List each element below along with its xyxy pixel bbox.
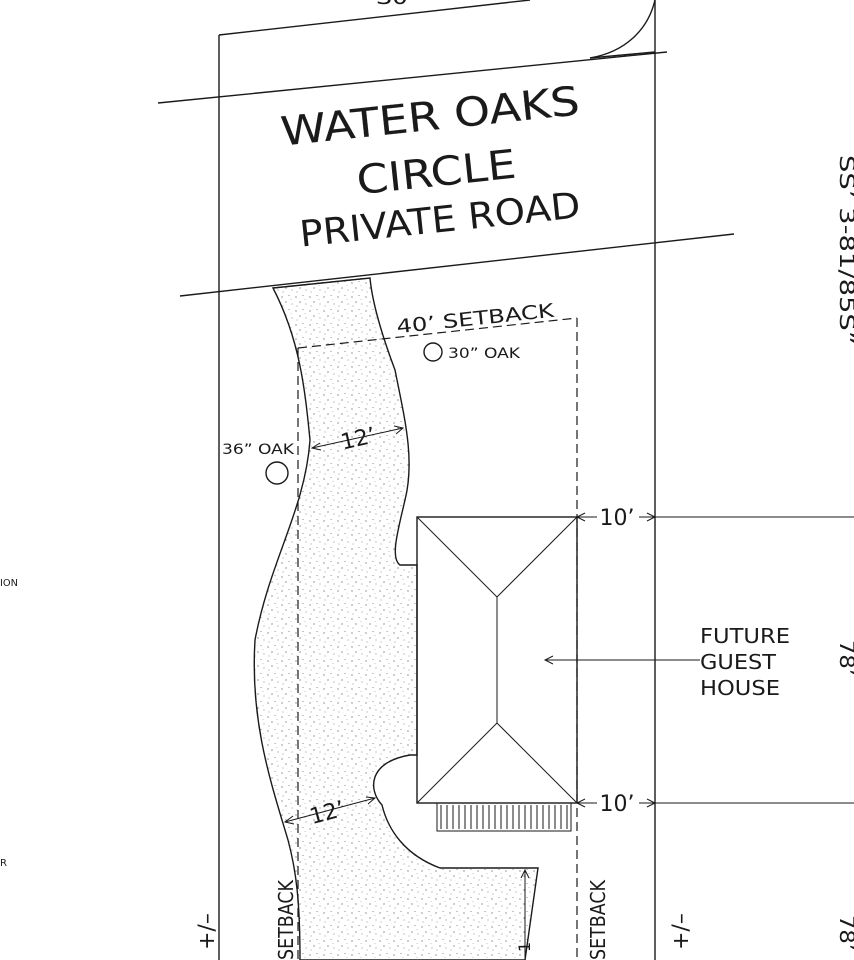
- lot-tolerance-right: +/–: [669, 913, 694, 950]
- driveway-width-dims: [283, 425, 405, 825]
- road-name-line3: PRIVATE ROAD: [298, 185, 583, 255]
- right-dimension-top: SS’ 3-81/85S”: [835, 155, 854, 345]
- tree-30-oak-icon: [423, 342, 443, 362]
- offset-top-label: 10’: [600, 506, 635, 531]
- right-dimension-mid: 78’: [835, 640, 854, 676]
- building-label-line1: FUTURE: [700, 624, 790, 648]
- road-lines: [157, 51, 735, 297]
- offset-bottom-label: 10’: [600, 792, 635, 817]
- gravel-driveway: [253, 277, 539, 960]
- setback-lines: [297, 317, 578, 960]
- lot-lines: [218, 0, 656, 960]
- house-leader: [543, 655, 700, 665]
- left-edge-text-1: ION: [0, 578, 18, 589]
- tree-36-oak-icon: [265, 461, 289, 485]
- driveway-arrow: [520, 868, 530, 960]
- side-setback-right-label: SETBACK: [586, 879, 610, 960]
- front-setback-label: 40’ SETBACK: [395, 300, 555, 338]
- lot-tolerance-left: +/–: [195, 913, 220, 950]
- right-dimension-bottom: 78’: [835, 915, 854, 951]
- left-edge-text-2: R: [0, 858, 7, 869]
- porch: [436, 802, 572, 832]
- tree-36-oak-label: 36” OAK: [222, 442, 295, 458]
- tree-30-oak-label: 30” OAK: [448, 346, 521, 362]
- top-cut-text: S0’: [376, 0, 416, 9]
- building-label-line2: GUEST: [700, 650, 777, 674]
- side-setback-left-label: SETBACK: [274, 879, 298, 960]
- driveway-bottom-dim: 1: [515, 942, 534, 952]
- building-label-line3: HOUSE: [700, 676, 780, 700]
- driveway-mouth: [272, 277, 371, 289]
- road-name-line1: WATER OAKS: [279, 78, 582, 155]
